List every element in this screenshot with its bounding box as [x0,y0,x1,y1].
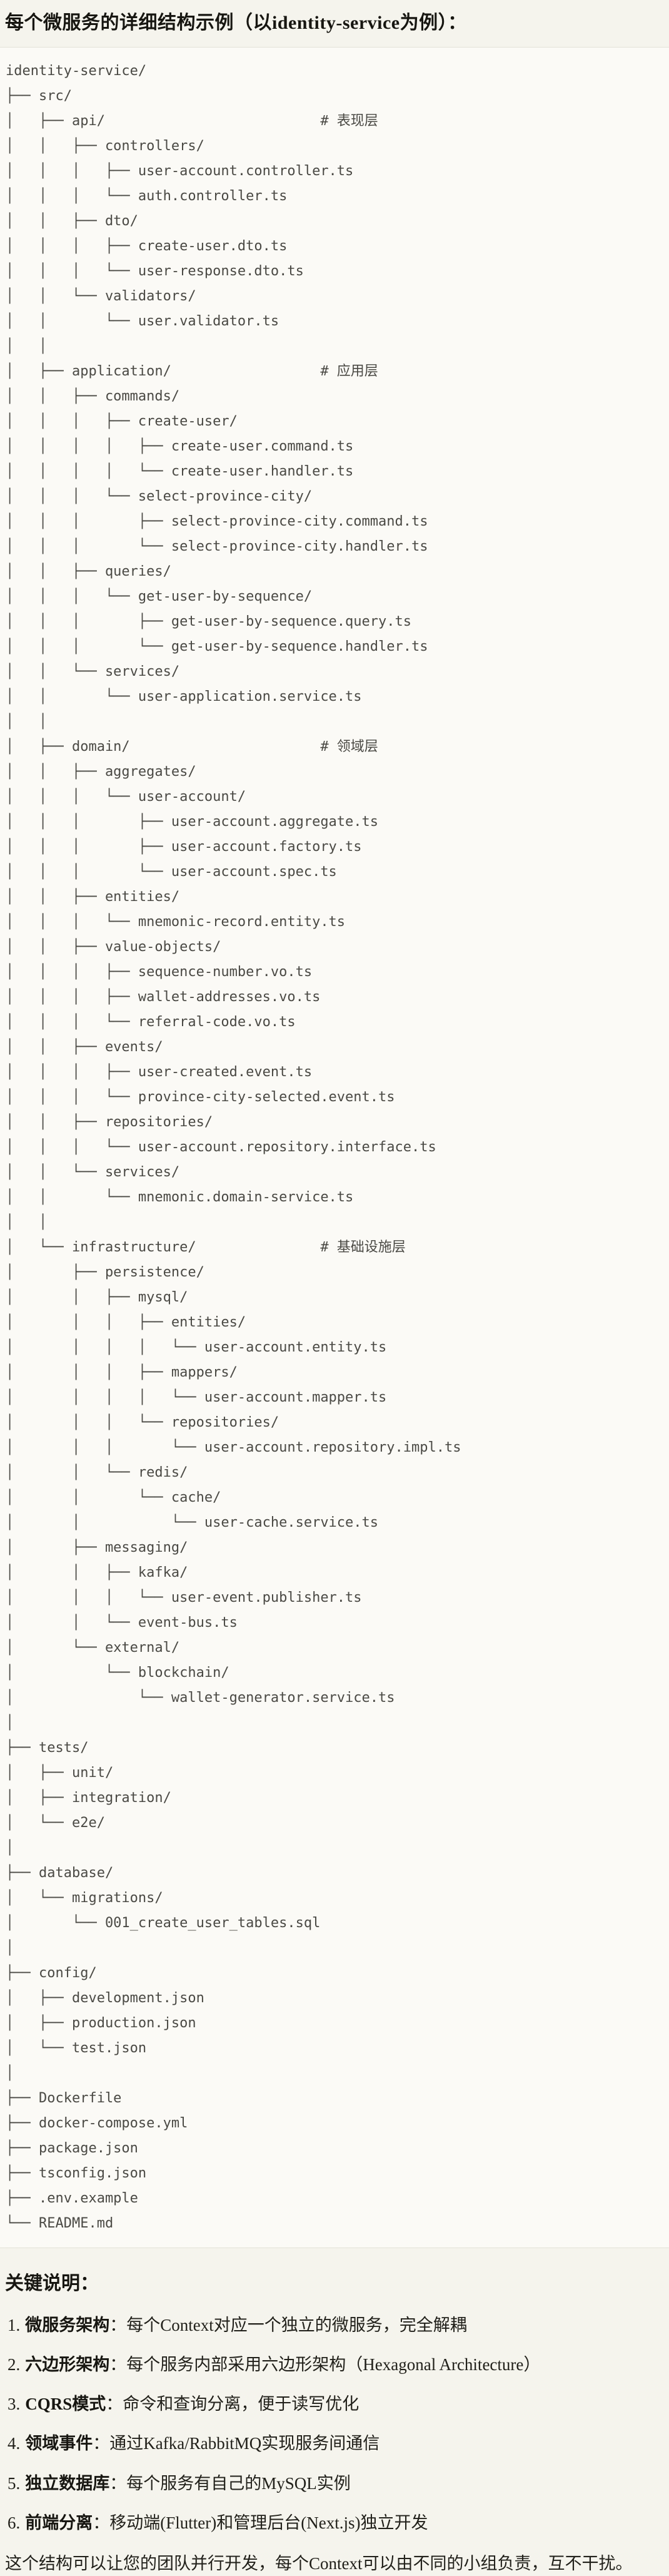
page-title: 每个微服务的详细结构示例（以identity-service为例）： [5,13,467,33]
note-label: 前端分离 [25,2513,93,2532]
notes-heading: 关键说明： [5,2273,99,2294]
note-text: ：每个服务内部采用六边形架构（Hexagonal Architecture） [109,2355,541,2375]
code-block: identity-service/ ├── src/ │ ├── api/ # … [0,47,669,2248]
note-item: 3.CQRS模式：命令和查询分离，便于读写优化 [5,2392,661,2416]
note-number: 5. [8,2473,21,2493]
note-text: ：每个服务有自己的MySQL实例 [109,2473,351,2493]
note-item: 5.独立数据库：每个服务有自己的MySQL实例 [5,2472,661,2496]
note-number: 1. [8,2316,21,2334]
note-text: ：移动端(Flutter)和管理后台(Next.js)独立开发 [93,2513,428,2532]
note-label: 领域事件 [25,2434,93,2453]
note-number: 4. [8,2434,21,2453]
header: 每个微服务的详细结构示例（以identity-service为例）： [0,0,669,47]
note-number: 2. [8,2355,21,2375]
note-item: 4.领域事件：通过Kafka/RabbitMQ实现服务间通信 [5,2431,661,2456]
note-text: ：命令和查询分离，便于读写优化 [106,2395,360,2414]
note-label: 六边形架构 [25,2355,110,2375]
notes-footer: 这个结构可以让您的团队并行开发，每个Context可以由不同的小组负责，互不干扰… [5,2553,633,2573]
note-item: 2.六边形架构：每个服务内部采用六边形架构（Hexagonal Architec… [5,2353,661,2377]
note-number: 3. [8,2395,21,2414]
note-label: 微服务架构 [25,2316,110,2334]
note-number: 6. [8,2513,21,2532]
note-item: 6.前端分离：移动端(Flutter)和管理后台(Next.js)独立开发 [5,2511,661,2535]
notes-section: 关键说明： 1.微服务架构：每个Context对应一个独立的微服务，完全解耦 2.… [0,2271,669,2576]
note-text: ：每个Context对应一个独立的微服务，完全解耦 [109,2316,467,2334]
note-item: 1.微服务架构：每个Context对应一个独立的微服务，完全解耦 [5,2313,661,2338]
file-tree: identity-service/ ├── src/ │ ├── api/ # … [6,63,461,2231]
note-label: 独立数据库 [25,2473,110,2493]
note-label: CQRS模式 [25,2395,106,2414]
note-text: ：通过Kafka/RabbitMQ实现服务间通信 [93,2434,380,2453]
